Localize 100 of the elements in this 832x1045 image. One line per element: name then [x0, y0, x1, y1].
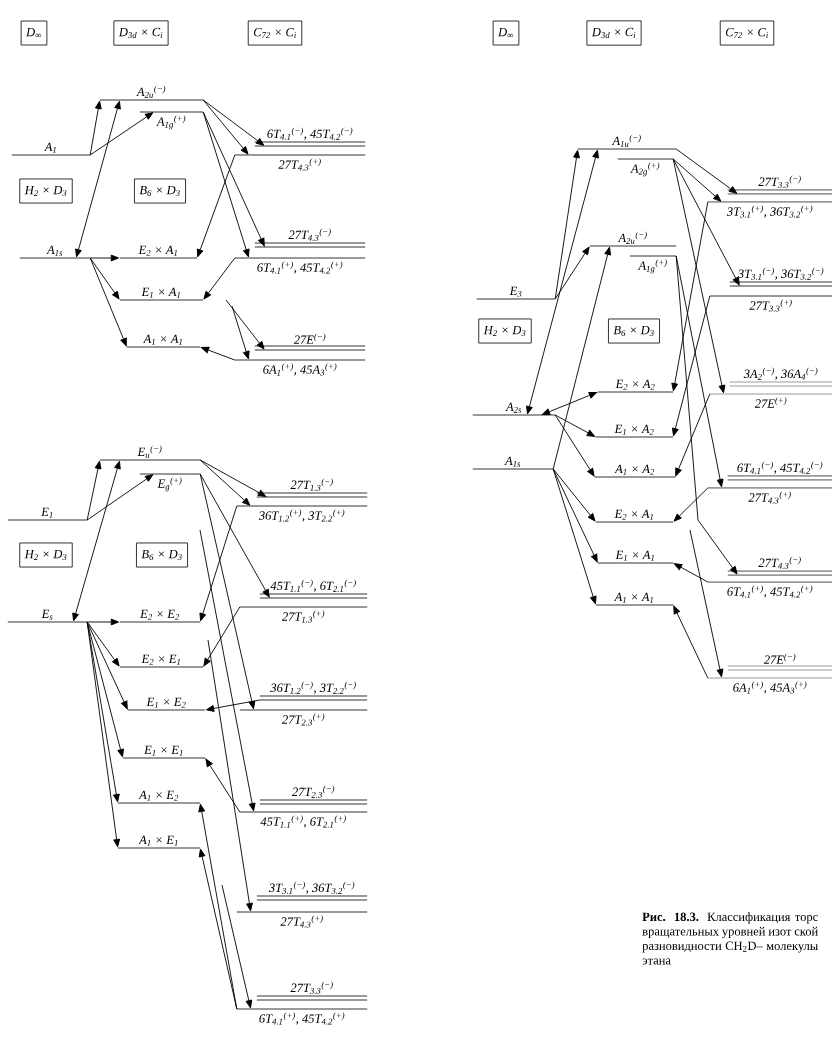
arrow [199, 505, 238, 622]
energy-level: 27E$^{(−)}$ [254, 333, 366, 351]
energy-level: A$_{1u}$(−) [577, 134, 677, 150]
arrow [196, 154, 236, 258]
energy-level: A$_{1}$ × A$_{1}$ [126, 334, 201, 348]
arrow [86, 621, 128, 710]
arrow [86, 474, 154, 521]
energy-level: 3T$_{3.1}$$^{(+)}$, 36T$_{3.2}$(+) [707, 201, 832, 218]
arrow [199, 529, 256, 812]
symmetry-group-box: B$_{6}$ × D$_{3}$ [134, 178, 186, 204]
energy-level: 27T$_{4.3}$(−) [254, 228, 366, 248]
energy-level: E$_{1}$ [7, 507, 88, 521]
symmetry-group-box: D$_{∞}$ [492, 20, 520, 46]
arrow [86, 621, 124, 758]
energy-level: 3T$_{3.1}$$^{(−)}$, 36T$_{3.2}$(−) [256, 881, 368, 901]
symmetry-group-box: B$_{6}$ × D$_{3}$ [136, 542, 188, 568]
energy-level: 45T$_{1.1}$$^{(+)}$, 6T$_{2.1}$(+) [239, 811, 368, 828]
energy-level: E$_{g}$(+) [139, 473, 201, 492]
energy-level: 27E$^{(−)}$ [727, 653, 832, 671]
energy-level: A$_{1}$ × E$_{1}$ [117, 835, 201, 849]
energy-level: E$_{2}$ × A$_{2}$ [597, 379, 674, 393]
energy-level: E$_{2}$ × A$_{1}$ [595, 509, 674, 523]
arrow [203, 606, 241, 667]
arrow [672, 295, 711, 437]
arrow [89, 100, 102, 156]
arrow [675, 148, 738, 194]
energy-level: 27T$_{2.3}$(+) [239, 709, 368, 726]
energy-level: E$_{2}$ × E$_{2}$ [119, 609, 201, 623]
energy-level: 6T$_{4.1}$$^{(−)}$, 45T$_{4.2}$(−) [254, 127, 366, 147]
arrow [198, 848, 238, 1010]
arrow [675, 255, 738, 575]
energy-level: A$_{2u}$(−) [589, 231, 677, 247]
energy-level: 3A$_{2}$$^{(−)}$, 36A$_{4}$(−) [729, 367, 832, 387]
energy-level: A$_{1}$ × A$_{2}$ [594, 464, 676, 478]
arrow [203, 257, 236, 300]
arrow [672, 158, 740, 286]
symmetry-group-box: H$_{2}$ × D$_{3}$ [478, 318, 532, 344]
energy-level: E$_{1}$ × A$_{1}$ [119, 287, 204, 301]
energy-level: 36T$_{1.2}$$^{(−)}$, 3T$_{2.2}$(−) [259, 681, 368, 701]
arrow [86, 460, 102, 521]
arrow [89, 112, 154, 156]
energy-level: 6T$_{4.1}$$^{(+)}$, 45T$_{4.2}$(+) [236, 1008, 368, 1025]
energy-level: E$_{s}$ [7, 609, 88, 623]
energy-level: 6T$_{4.1}$$^{(+)}$, 45T$_{4.2}$(+) [707, 581, 832, 598]
arrow [86, 621, 120, 667]
energy-level: 27T$_{2.3}$(−) [259, 785, 368, 805]
symmetry-group-box: C$_{72}$ × C$_{i}$ [247, 20, 303, 46]
energy-level: A$_{1s}$ [19, 245, 91, 259]
energy-level: A$_{1}$ × A$_{1}$ [595, 592, 674, 606]
energy-level: 27E$^{(+)}$ [709, 393, 832, 408]
arrow [673, 563, 709, 583]
arrow [554, 414, 595, 477]
arrow [225, 299, 265, 350]
energy-level: 36T$_{1.2}$$^{(+)}$, 3T$_{2.2}$(+) [236, 505, 368, 522]
energy-level: 27T$_{4.3}$(+) [236, 911, 368, 928]
arrow [199, 459, 267, 497]
energy-level: 27T$_{4.3}$(+) [707, 487, 832, 504]
energy-level: A$_{1g}$(+) [139, 111, 204, 130]
arrow [199, 459, 251, 506]
arrow [672, 158, 722, 202]
arrow [554, 246, 590, 300]
arrow [552, 468, 597, 605]
energy-level: 27T$_{4.3}$(+) [234, 154, 366, 171]
arrow [200, 346, 236, 361]
arrow [541, 392, 598, 415]
arrow [207, 639, 253, 912]
symmetry-group-box: B$_{6}$ × D$_{3}$ [608, 318, 660, 344]
arrow [75, 100, 121, 258]
energy-level: E$_{1}$ × E$_{1}$ [122, 745, 206, 759]
arrow [671, 201, 709, 392]
arrow [86, 618, 119, 626]
arrow [526, 149, 599, 415]
arrow [202, 99, 249, 155]
arrow [231, 305, 250, 360]
energy-level: 27T$_{1.3}$(+) [239, 606, 368, 623]
energy-level: E$_{2}$ × E$_{1}$ [119, 654, 204, 668]
energy-level: 27T$_{4.3}$(−) [727, 556, 832, 576]
arrow [554, 149, 580, 300]
energy-level: 27T$_{3.3}$(−) [727, 175, 832, 195]
arrow [552, 468, 598, 563]
energy-level: A$_{2g}$(+) [617, 158, 674, 177]
energy-level: 27T$_{3.3}$(−) [256, 981, 368, 1001]
energy-level: E$_{3}$ [476, 286, 556, 300]
arrow [689, 529, 724, 678]
energy-level: 6T$_{4.1}$$^{(−)}$, 45T$_{4.2}$(−) [727, 461, 832, 481]
arrow [675, 393, 711, 477]
arrow [673, 605, 709, 679]
arrow [89, 257, 127, 347]
arrow [552, 468, 596, 522]
symmetry-group-box: H$_{2}$ × D$_{3}$ [19, 178, 73, 204]
energy-level: 27T$_{3.3}$(+) [709, 295, 832, 312]
arrow [89, 254, 119, 262]
arrow [86, 621, 121, 848]
symmetry-group-box: D$_{3d}$ × C$_{i}$ [113, 20, 169, 46]
energy-level: E$_{1}$ × E$_{2}$ [127, 697, 206, 711]
symmetry-group-box: D$_{∞}$ [20, 20, 48, 46]
arrow [199, 473, 270, 598]
arrow [199, 473, 256, 710]
arrow [221, 884, 253, 1009]
energy-level: A$_{1}$ [11, 142, 91, 156]
